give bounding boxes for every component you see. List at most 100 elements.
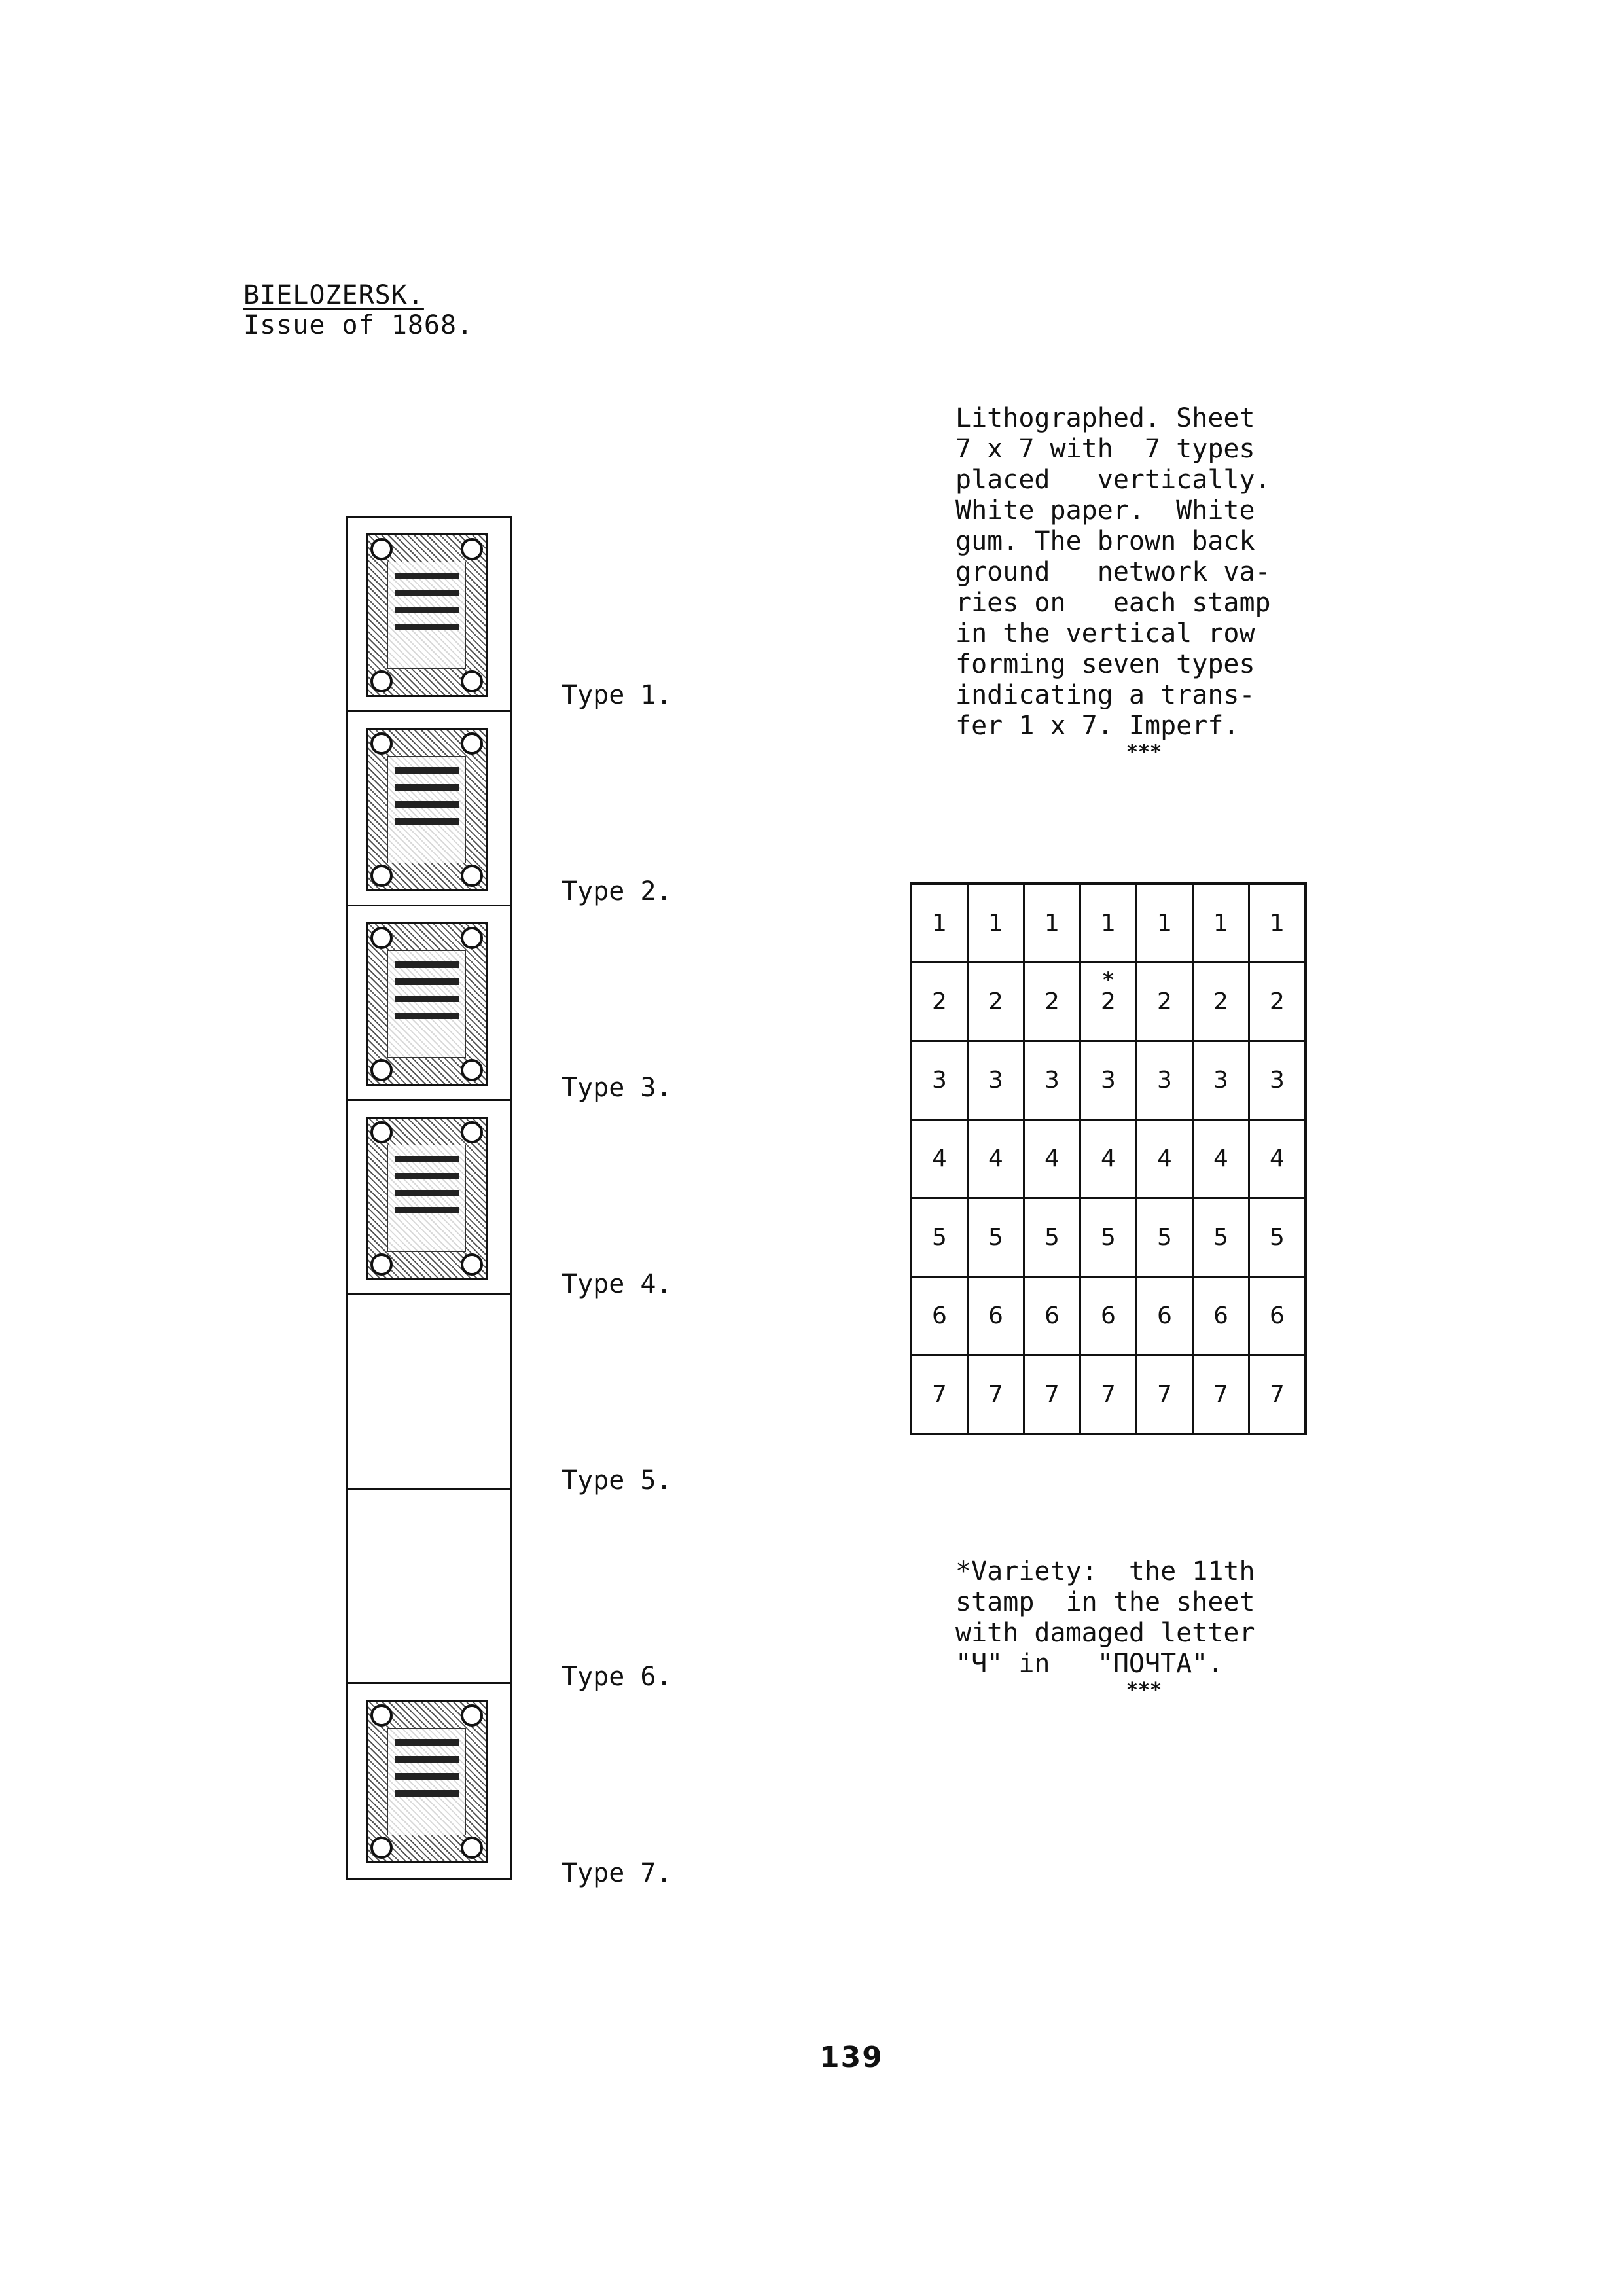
variety-marker: * [1103, 967, 1114, 992]
type-label: Type 5. [562, 1465, 672, 1496]
variety-line: "Ч" in "ПОЧТА". [955, 1649, 1224, 1679]
cell-number: 5 [1270, 1224, 1285, 1251]
cell-number: 6 [932, 1302, 947, 1329]
type-cell [348, 1684, 510, 1878]
type-cell [348, 1101, 510, 1295]
variety-stars: *** [1126, 1679, 1162, 1702]
grid-cell: 1 [967, 882, 1025, 963]
grid-cell: 4 [1135, 1119, 1194, 1199]
stamp-inscription [387, 756, 466, 863]
cell-number: 1 [1270, 910, 1285, 937]
cell-number: 2 [1213, 988, 1228, 1015]
grid-cell: 6 [1023, 1276, 1081, 1356]
grid-cell: 5 [1248, 1197, 1307, 1278]
description-line: gum. The brown back [955, 526, 1255, 556]
grid-cell: 6 [1248, 1276, 1307, 1356]
grid-cell: 5 [910, 1197, 969, 1278]
cell-number: 5 [1101, 1224, 1116, 1251]
type-cell [348, 518, 510, 712]
corner-ornament [370, 670, 393, 692]
grid-cell: 6 [910, 1276, 969, 1356]
cell-number: 6 [1157, 1302, 1172, 1329]
description-line: indicating a trans- [955, 680, 1255, 710]
grid-cell: 6 [1192, 1276, 1250, 1356]
grid-cell: 2 [1023, 961, 1081, 1042]
grid-cell: 4 [910, 1119, 969, 1199]
cell-number: 5 [988, 1224, 1003, 1251]
corner-ornament [461, 1121, 483, 1143]
stamp-image [366, 533, 488, 697]
cell-number: 3 [988, 1067, 1003, 1094]
description-line: ground network va- [955, 557, 1271, 587]
type-cell [348, 1490, 510, 1684]
grid-cell: 4 [1079, 1119, 1137, 1199]
grid-cell: 2 [910, 961, 969, 1042]
type-label: Type 6. [562, 1662, 672, 1692]
cell-number: 7 [988, 1381, 1003, 1408]
grid-cell: 4 [967, 1119, 1025, 1199]
grid-cell: 7 [1248, 1354, 1307, 1435]
page-number: 139 [819, 2041, 883, 2074]
corner-ornament [461, 1704, 483, 1727]
cell-number: 1 [1101, 910, 1116, 937]
cell-number: 6 [1101, 1302, 1116, 1329]
variety-line: *Variety: the 11th [955, 1556, 1255, 1587]
cell-number: 7 [1270, 1381, 1285, 1408]
grid-cell: 7 [1023, 1354, 1081, 1435]
cell-number: 5 [932, 1224, 947, 1251]
cell-number: 4 [1044, 1145, 1060, 1172]
grid-cell: 3 [1135, 1040, 1194, 1121]
type-label: Type 7. [562, 1858, 672, 1888]
grid-cell: 3 [1079, 1040, 1137, 1121]
type-label: Type 3. [562, 1073, 672, 1103]
stamp-inscription [387, 562, 466, 669]
corner-ornament [461, 670, 483, 692]
cell-number: 7 [1157, 1381, 1172, 1408]
cell-number: 6 [1270, 1302, 1285, 1329]
cell-number: 2 [1101, 988, 1116, 1015]
cell-number: 2 [1270, 988, 1285, 1015]
corner-ornament [370, 1837, 393, 1859]
page-heading: BIELOZERSK. Issue of 1868. [243, 280, 473, 340]
stamp-image [366, 728, 488, 891]
grid-cell: 1 [1192, 882, 1250, 963]
cell-number: 6 [988, 1302, 1003, 1329]
grid-cell: 2 [1248, 961, 1307, 1042]
stamp-image [366, 1700, 488, 1863]
cell-number: 3 [1157, 1067, 1172, 1094]
corner-ornament [370, 538, 393, 560]
cell-number: 7 [1044, 1381, 1060, 1408]
grid-cell: 7 [1079, 1354, 1137, 1435]
grid-cell: 5 [1135, 1197, 1194, 1278]
grid-cell: 7 [1135, 1354, 1194, 1435]
grid-cell: 1 [1135, 882, 1194, 963]
grid-cell: 4 [1248, 1119, 1307, 1199]
corner-ornament [461, 1837, 483, 1859]
cell-number: 4 [1157, 1145, 1172, 1172]
corner-ornament [461, 1253, 483, 1276]
cell-number: 1 [1044, 910, 1060, 937]
grid-cell: 2 [1135, 961, 1194, 1042]
type-cell [348, 712, 510, 906]
cell-number: 1 [932, 910, 947, 937]
cell-number: 4 [1101, 1145, 1116, 1172]
corner-ornament [370, 732, 393, 755]
grid-cell: 1 [1248, 882, 1307, 963]
description-line: ries on each stamp [955, 588, 1271, 618]
grid-cell: 5 [967, 1197, 1025, 1278]
grid-cell: 3 [1023, 1040, 1081, 1121]
cell-number: 2 [1157, 988, 1172, 1015]
cell-number: 5 [1157, 1224, 1172, 1251]
grid-cell: 3 [967, 1040, 1025, 1121]
corner-ornament [461, 1059, 483, 1081]
corner-ornament [461, 538, 483, 560]
grid-cell: 6 [1135, 1276, 1194, 1356]
grid-cell: 7 [1192, 1354, 1250, 1435]
description-line: White paper. White [955, 495, 1255, 526]
stamp-image [366, 922, 488, 1086]
grid-cell: 4 [1192, 1119, 1250, 1199]
